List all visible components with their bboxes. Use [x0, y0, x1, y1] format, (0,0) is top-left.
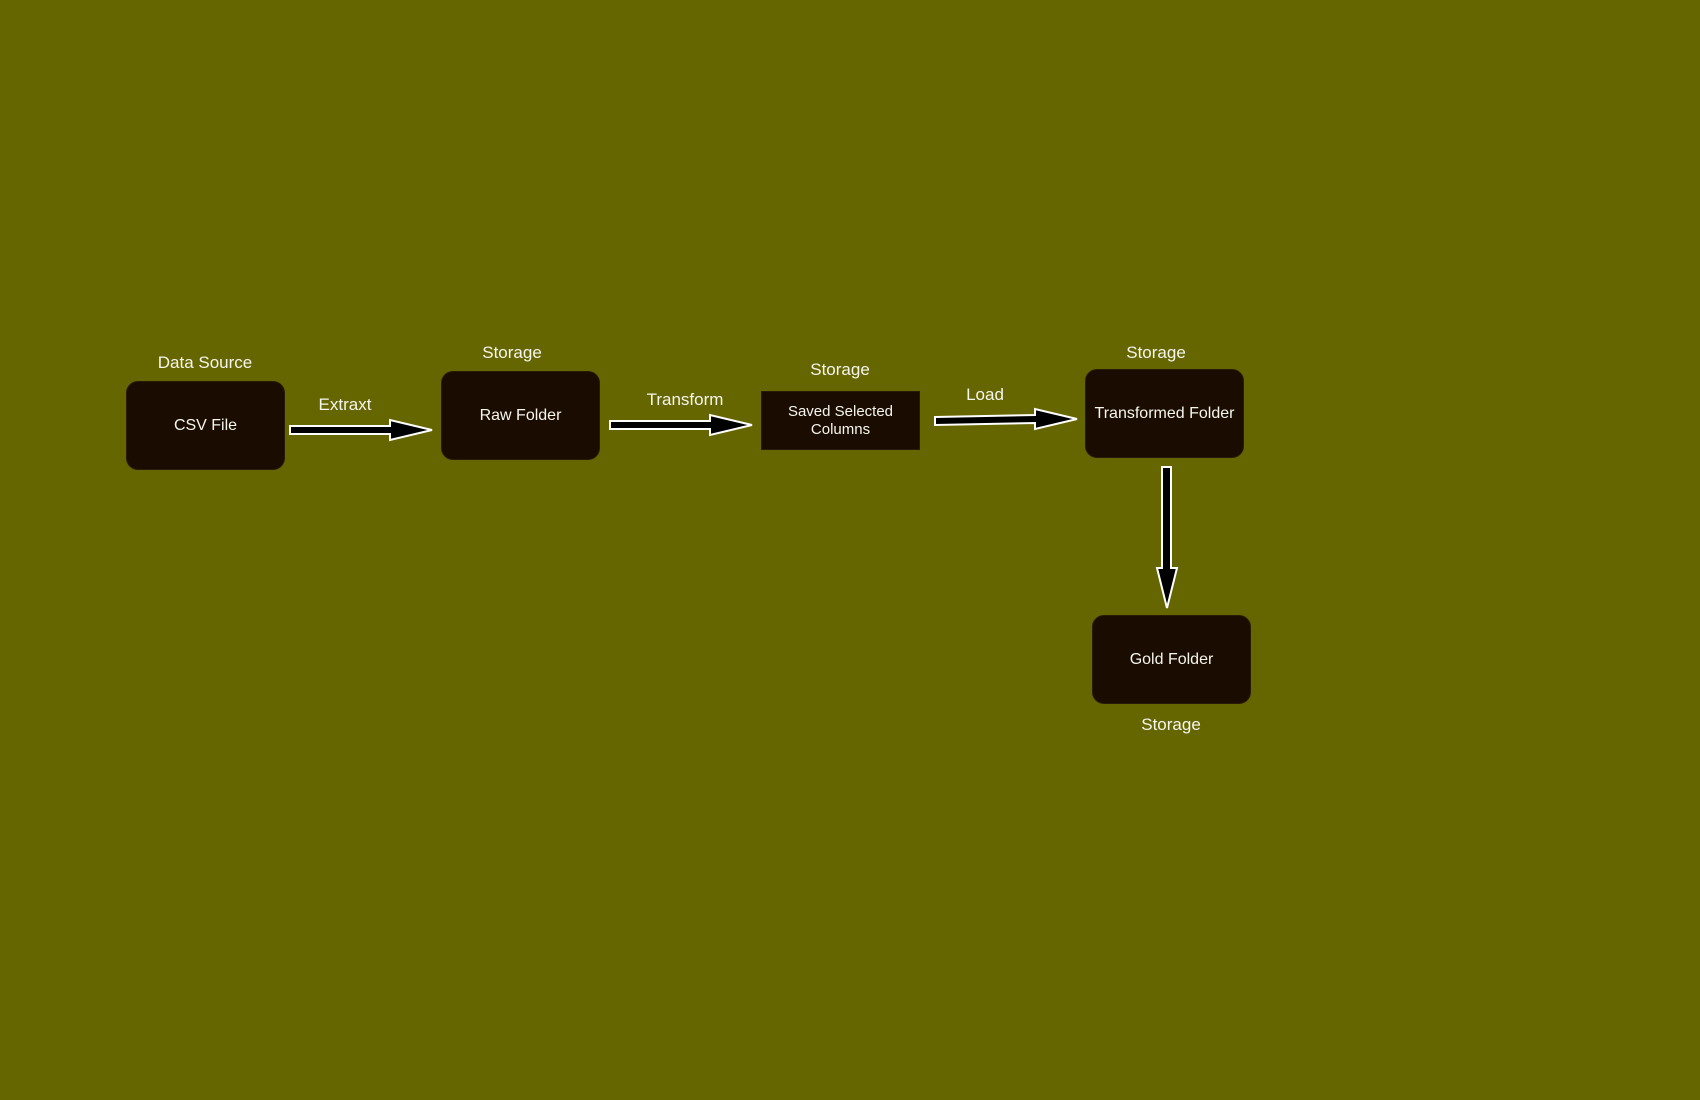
transformed-folder-caption: Storage [1126, 343, 1186, 362]
saved-selected-columns-node[interactable]: Saved Selected Columns [761, 391, 920, 450]
csv-file-label: CSV File [173, 417, 238, 434]
arrow-selected-to-transformed [934, 407, 1078, 431]
csv-file-node[interactable]: CSV File [126, 381, 285, 470]
arrow-transformed-to-gold [1155, 466, 1179, 609]
transform-edge-label: Transform [646, 390, 724, 409]
raw-folder-caption: Storage [482, 343, 542, 362]
raw-folder-label: Raw Folder [479, 407, 562, 424]
gold-folder-label: Gold Folder [1129, 651, 1214, 668]
extract-edge-label: Extraxt [318, 395, 372, 414]
raw-folder-node[interactable]: Raw Folder [441, 371, 600, 460]
gold-folder-caption: Storage [1141, 715, 1201, 734]
saved-selected-columns-label: Saved Selected Columns [787, 402, 894, 438]
csv-file-caption: Data Source [157, 353, 253, 372]
transformed-folder-label: Transformed Folder [1094, 405, 1235, 422]
load-edge-label: Load [966, 385, 1004, 404]
gold-folder-node[interactable]: Gold Folder [1092, 615, 1251, 704]
arrow-csv-to-raw [289, 418, 433, 442]
saved-selected-columns-caption: Storage [810, 360, 870, 379]
arrow-raw-to-selected [609, 413, 753, 437]
transformed-folder-node[interactable]: Transformed Folder [1085, 369, 1244, 458]
